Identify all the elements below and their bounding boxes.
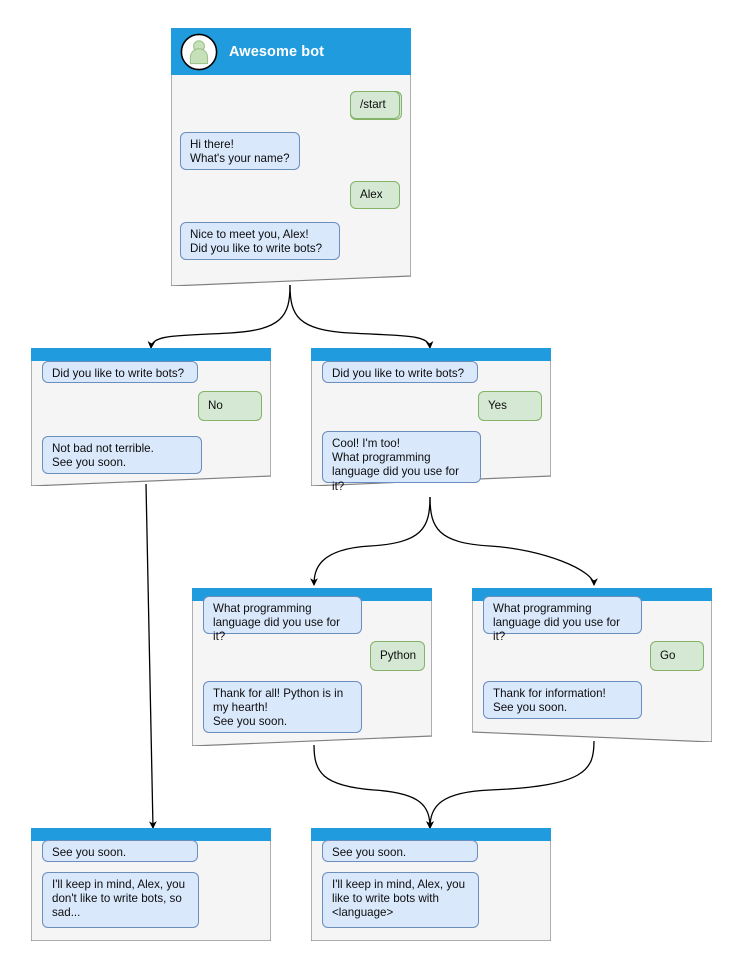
bubble-user-start: /start [350,91,400,119]
bubble-bot-q-language-python: What programming language did you use fo… [203,596,362,643]
node-root-header: Awesome bot [171,28,411,75]
bubble-bot-q-like-bots-yes: Did you like to write bots? [322,361,478,383]
bot-title: Awesome bot [229,43,325,60]
bubble-user-yes: Yes [478,391,542,421]
bubble-user-no: No [198,391,262,421]
bubble-bot-nice-to-meet: Nice to meet you, Alex! Did you like to … [180,222,340,260]
bubble-bot-cool-im-too: Cool! I'm too! What programming language… [322,431,481,493]
bubble-bot-see-you-soon-happy: See you soon. [322,840,478,862]
person-avatar-icon [180,33,218,71]
bubble-bot-greeting: Hi there! What's your name? [180,132,300,170]
bubble-bot-see-you-soon-sad: See you soon. [42,840,198,862]
edge-yes-to-go [429,496,598,587]
bubble-bot-thank-for-info: Thank for information! See you soon. [483,681,642,719]
edge-root-to-no [147,284,291,350]
bubble-user-python: Python [370,641,425,671]
bubble-bot-q-like-bots-no: Did you like to write bots? [42,361,198,383]
bubble-user-go: Go [650,641,704,671]
edge-yes-to-python [310,496,431,587]
edge-no-to-end-sad [145,483,157,830]
edge-python-to-end-happy [313,744,434,830]
bubble-bot-q-language-go: What programming language did you use fo… [483,596,642,643]
bubble-user-name: Alex [350,181,400,209]
edge-root-to-yes [289,284,434,350]
edge-go-to-end-happy [426,740,595,830]
bubble-bot-keep-in-mind-sad: I'll keep in mind, Alex, you don't like … [42,872,199,928]
bubble-bot-keep-in-mind-happy: I'll keep in mind, Alex, you like to wri… [322,872,479,928]
bubble-bot-not-bad: Not bad not terrible. See you soon. [42,436,202,474]
bubble-bot-thank-for-all: Thank for all! Python is in my hearth! S… [203,681,362,733]
